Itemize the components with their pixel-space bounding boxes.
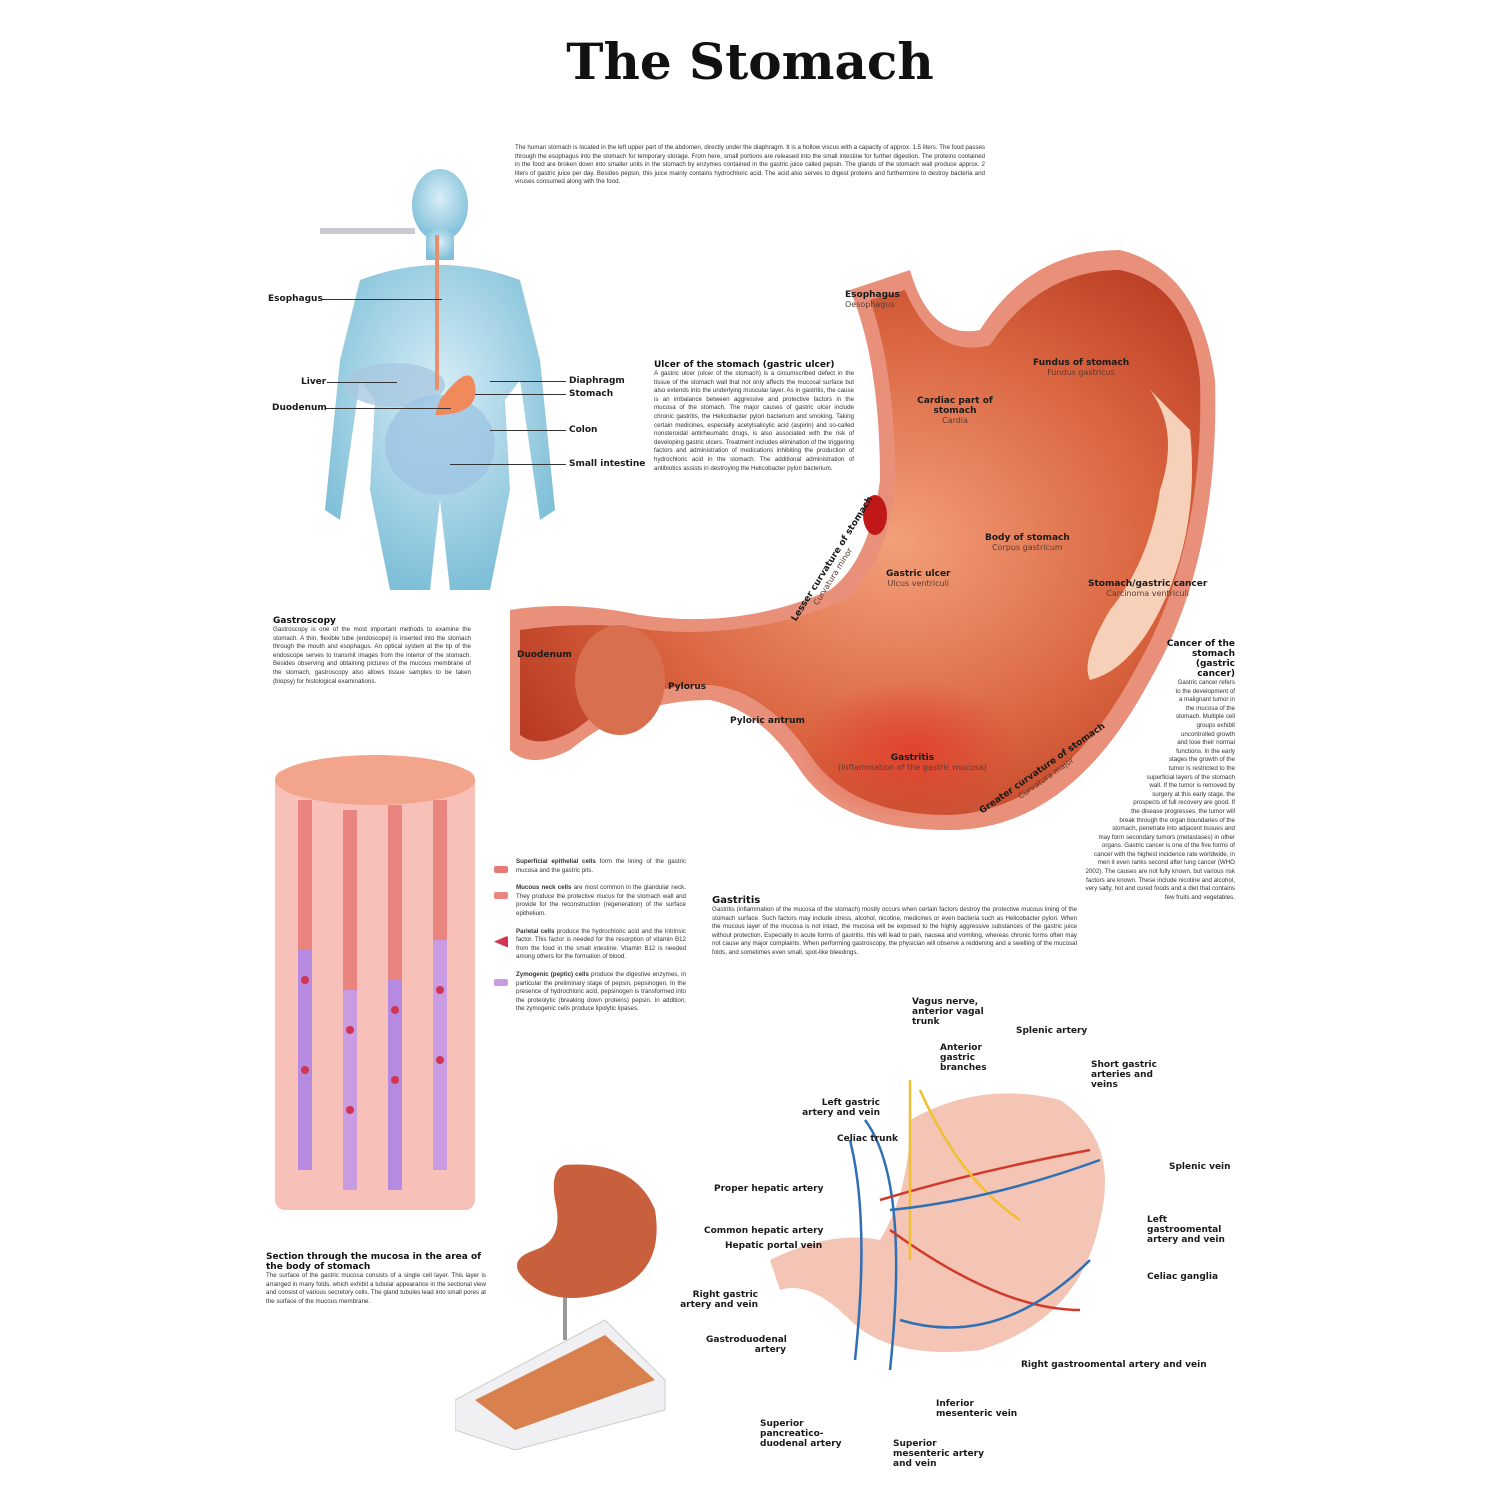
label-sup-pancreaticoduodenal: Superior pancreatico-duodenal artery — [760, 1419, 842, 1449]
label-latin: Ulcus ventriculi — [887, 579, 950, 588]
label-left-gastric: Left gastric artery and vein — [802, 1098, 880, 1118]
label-text: Cardiac part of stomach — [917, 396, 993, 416]
gastritis-section: Gastritis Gastritis (inflammation of the… — [712, 895, 1077, 958]
cell-name: Mucous neck cells — [516, 884, 572, 892]
label-stomach: Stomach — [569, 389, 614, 399]
label-right-gastric: Right gastric artery and vein — [680, 1290, 758, 1310]
cancer-text: Gastric cancer refers to the development… — [1085, 679, 1235, 901]
cancer-section: Cancer of the stomach (gastric cancer) G… — [1025, 639, 1235, 939]
label-splenic-artery: Splenic artery — [1016, 1026, 1088, 1036]
section-description: Section through the mucosa in the area o… — [266, 1252, 486, 1306]
section-text: The surface of the gastric mucosa consis… — [266, 1272, 486, 1305]
label-celiac-trunk: Celiac trunk — [837, 1134, 898, 1144]
label-hepatic-portal: Hepatic portal vein — [725, 1241, 823, 1251]
mucosa-section-illustration — [275, 755, 475, 1210]
label-latin: (Inflammation of the gastric mucosa) — [838, 763, 987, 772]
stomach-vessels-illustration — [770, 1080, 1105, 1371]
cell-text: form the lining of the gastric mucosa an… — [516, 858, 686, 874]
cell-text: are most common in the glandular neck. T… — [516, 884, 686, 917]
label-proper-hepatic: Proper hepatic artery — [714, 1184, 824, 1194]
label-text: Body of stomach — [985, 533, 1070, 543]
cell-name: Superficial epithelial cells — [516, 858, 596, 865]
label-text: Fundus of stomach — [1033, 358, 1130, 368]
label-latin: Cardia — [942, 416, 968, 425]
label-pylorus: Pylorus — [668, 682, 707, 692]
label-vagus: Vagus nerve, anterior vagal trunk — [912, 997, 1012, 1027]
label-short-gastric: Short gastric arteries and veins — [1091, 1060, 1157, 1090]
label-colon: Colon — [569, 425, 598, 435]
stomach-model-illustration — [455, 1164, 666, 1451]
cancer-heading: Cancer of the stomach (gastric cancer) — [1166, 639, 1235, 679]
label-liver: Liver — [301, 377, 327, 387]
legend-item: Zymogenic (peptic) cells produce the dig… — [494, 971, 686, 1014]
section-heading: Section through the mucosa in the area o… — [266, 1252, 482, 1272]
page-title: The Stomach — [566, 32, 934, 91]
label-superior-mesenteric: Superior mesenteric artery and vein — [893, 1439, 984, 1469]
cell-text: produce the hydrochloric acid and the in… — [516, 927, 686, 961]
label-anterior-gastric: Anterior gastric branches — [940, 1043, 987, 1073]
cell-name: Zymogenic (peptic) cells — [516, 970, 589, 978]
legend-item: Parietal cells produce the hydrochloric … — [494, 928, 686, 962]
swatch-icon — [494, 935, 508, 948]
label-splenic-vein: Splenic vein — [1169, 1162, 1231, 1172]
ulcer-heading: Ulcer of the stomach (gastric ulcer) — [654, 360, 835, 370]
label-text: Stomach/gastric cancer — [1088, 579, 1208, 589]
label-right-gastroomental: Right gastroomental artery and vein — [1021, 1360, 1207, 1370]
intro-text: The human stomach is located in the left… — [515, 144, 985, 186]
label-celiac-ganglia: Celiac ganglia — [1147, 1272, 1219, 1282]
label-latin: Fundus gastricus — [1047, 368, 1115, 377]
gastritis-text: Gastritis (inflammation of the mucosa of… — [712, 906, 1077, 956]
cell-name: Parietal cells — [516, 927, 555, 935]
label-diaphragm: Diaphragm — [569, 376, 625, 386]
label-main-duodenum: Duodenum — [517, 650, 572, 660]
label-small-intestine: Small intestine — [569, 459, 646, 469]
swatch-icon — [494, 978, 508, 986]
human-body-illustration — [320, 169, 555, 590]
label-esophagus: Esophagus — [268, 294, 323, 304]
label-text: Vagus nerve, anterior vagal trunk — [912, 997, 984, 1027]
gastroscopy-text: Gastroscopy is one of the most important… — [273, 626, 471, 685]
label-pyloric-antrum: Pyloric antrum — [730, 716, 805, 726]
cell-text: produce the digestive enzymes, in partic… — [516, 970, 686, 1013]
label-latin: Oesophagus — [845, 300, 895, 309]
label-gastroduodenal: Gastroduodenal artery — [706, 1335, 787, 1355]
label-text: Esophagus — [845, 290, 900, 300]
label-common-hepatic: Common hepatic artery — [704, 1226, 824, 1236]
gastroscopy-heading: Gastroscopy — [273, 616, 336, 626]
label-latin: Carcinoma ventriculi — [1106, 589, 1190, 598]
label-left-gastroomental: Left gastroomental artery and vein — [1147, 1215, 1225, 1245]
stomach-cross-section-illustration — [510, 250, 1216, 830]
gastritis-heading: Gastritis — [712, 895, 761, 906]
label-text: Gastric ulcer — [886, 569, 951, 579]
label-inferior-mesenteric: Inferior mesenteric vein — [936, 1399, 1018, 1419]
ulcer-text: A gastric ulcer (ulcer of the stomach) i… — [654, 370, 854, 472]
label-duodenum: Duodenum — [272, 403, 327, 413]
swatch-icon — [494, 866, 508, 873]
legend-item: Mucous neck cells are most common in the… — [494, 884, 686, 918]
ulcer-section: Ulcer of the stomach (gastric ulcer) A g… — [654, 360, 854, 473]
cell-legend: Superficial epithelial cells form the li… — [494, 858, 686, 1023]
label-text: Gastritis — [890, 753, 935, 763]
label-latin: Corpus gastricum — [992, 543, 1063, 552]
swatch-icon — [494, 892, 508, 900]
gastroscopy-section: Gastroscopy Gastroscopy is one of the mo… — [273, 616, 471, 686]
legend-item: Superficial epithelial cells form the li… — [494, 858, 686, 875]
label-gastritis: Gastritis(Inflammation of the gastric mu… — [838, 753, 987, 772]
